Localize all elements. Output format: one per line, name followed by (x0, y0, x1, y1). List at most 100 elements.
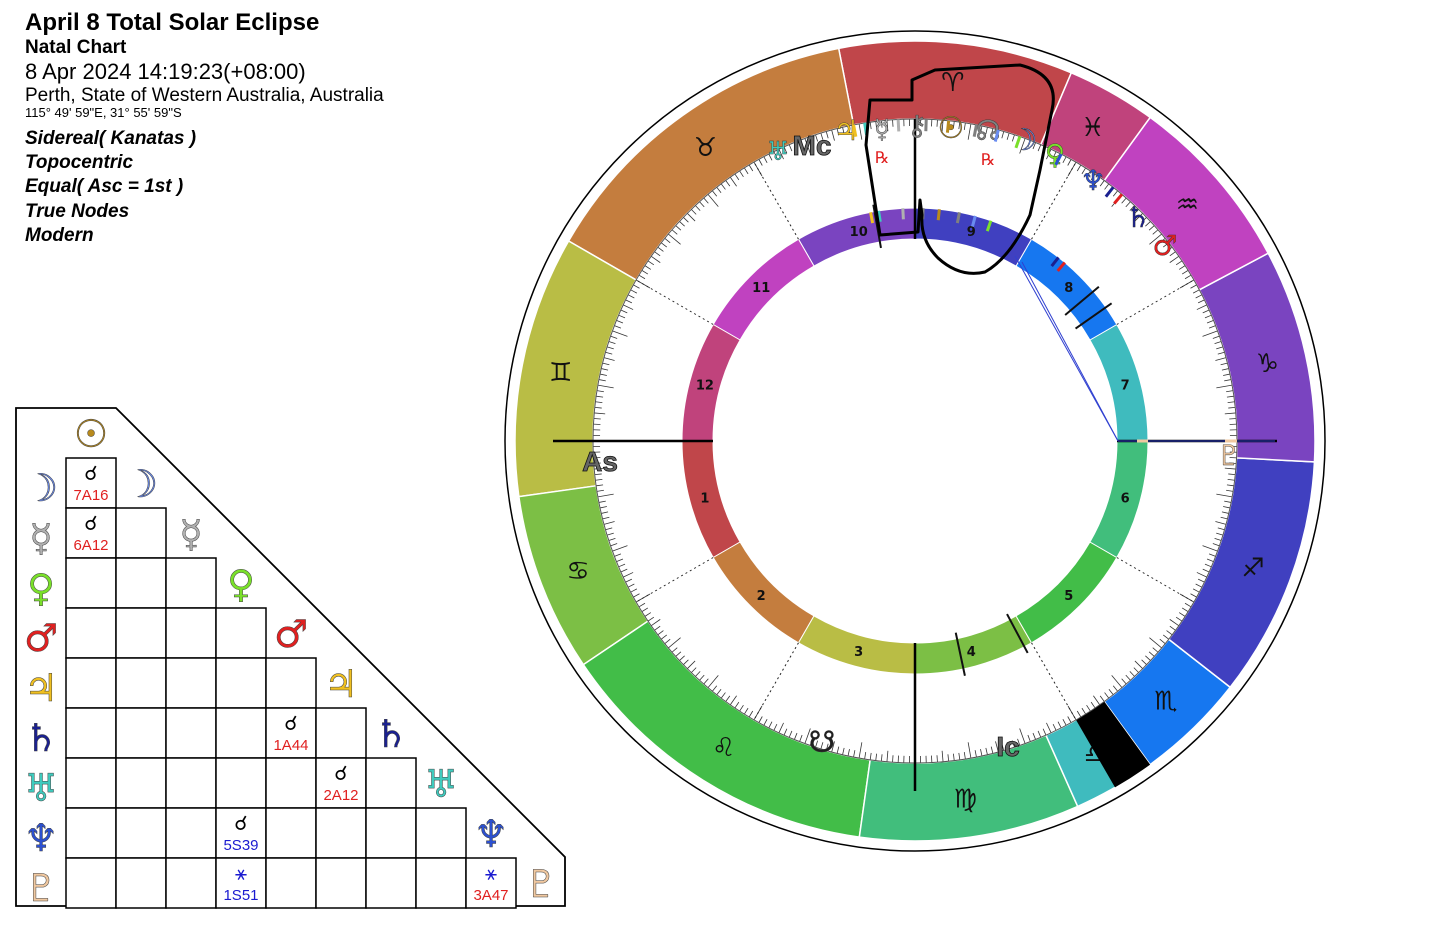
planet-house-mark (936, 209, 941, 221)
chart-datetime: 8 Apr 2024 14:19:23(+08:00) (25, 59, 306, 85)
planet-house-mark (877, 210, 882, 222)
moon-row-icon: ☽ (24, 466, 58, 510)
aspect-label-4: 5S39 (223, 837, 258, 854)
chiron-icon: ⚷ (907, 109, 928, 142)
planet-house-mark (901, 208, 905, 220)
aspect-cell (265, 707, 317, 759)
planet-degree-mark (1113, 193, 1124, 205)
venus-column-icon: ♀ (227, 562, 255, 606)
house-9-number: 9 (967, 225, 976, 240)
aspect-cell (165, 857, 217, 909)
neptune-icon: ♆ (1080, 164, 1105, 197)
aspect-cell (115, 707, 167, 759)
aspect-cell (315, 857, 367, 909)
saturn-row-icon: ♄ (24, 716, 58, 760)
planet-house-mark (971, 215, 977, 227)
aspect-cell (265, 657, 317, 709)
uranus-column-icon: ♅ (424, 762, 458, 806)
gemini-sign-glyph: ♊ (549, 358, 572, 388)
aspect-glyph-6: ⚹ (485, 861, 497, 885)
house-1-number: 1 (700, 491, 709, 506)
setting-nodes: True Nodes (25, 200, 130, 222)
setting-zodiac: Sidereal( Kanatas ) (25, 127, 197, 149)
aspect-cell (465, 857, 517, 909)
cancer-sign-glyph: ♋ (566, 556, 589, 586)
mercury-retrograde-mark: ℞ (875, 148, 889, 167)
moon-icon: ☽ (1011, 123, 1038, 158)
chart-subtitle: Natal Chart (25, 36, 127, 58)
mars-row-icon: ♂ (24, 616, 58, 660)
mercury-row-icon: ☿ (29, 516, 52, 560)
planet-degree-mark (896, 119, 901, 132)
sun-icon: ☉ (938, 111, 965, 146)
aspect-line (1014, 255, 1119, 442)
aspect-cell (415, 857, 467, 909)
aspect-glyph-4: ☌ (234, 811, 247, 835)
chart-title: April 8 Total Solar Eclipse (25, 9, 320, 36)
pluto-icon: ♇ (1216, 439, 1241, 472)
aspect-cell (115, 557, 167, 609)
pluto-row-icon: ♇ (24, 866, 58, 910)
ascendant-label: As (582, 446, 618, 477)
aspect-cell (115, 857, 167, 909)
chart-header: April 8 Total Solar Eclipse Natal Chart … (25, 9, 384, 248)
planet-house-mark (985, 220, 993, 232)
neptune-column-icon: ♆ (474, 812, 508, 856)
setting-house-system: Equal( Asc = 1st ) (25, 176, 184, 198)
aspect-cell (65, 657, 117, 709)
planet-degree-mark (993, 129, 1000, 142)
sun-column-icon: ☉ (74, 412, 108, 456)
aspect-cell (115, 807, 167, 859)
aspect-cell (65, 857, 117, 909)
aspect-label-6: 3A47 (473, 887, 508, 904)
aspect-cell (165, 607, 217, 659)
venus-row-icon: ♀ (27, 566, 55, 610)
aspect-cell (65, 607, 117, 659)
mars-icon: ♂ (1152, 229, 1177, 262)
aspect-cell (165, 707, 217, 759)
house-8-number: 8 (1064, 281, 1073, 296)
mercury-column-icon: ☿ (179, 512, 202, 556)
imum-coeli-label: Ic (996, 731, 1019, 762)
house-tick-mark (1064, 285, 1100, 316)
aspect-label-1: 6A12 (73, 537, 108, 554)
planet-degree-mark (1054, 153, 1063, 166)
zodiac-ring: ♈♉♊♋♌♍♎♏♐♑♒♓ (514, 40, 1316, 842)
house-10-number: 10 (850, 225, 868, 240)
house-4-number: 4 (967, 645, 976, 660)
aspect-cell (165, 657, 217, 709)
chart-coordinates: 115° 49' 59"E, 31° 55' 59"S (25, 105, 182, 121)
aspect-cell (115, 757, 167, 809)
aquarius-sign-glyph: ♒ (1176, 190, 1199, 220)
moon-column-icon: ☽ (124, 462, 158, 506)
planet-degree-mark (1104, 186, 1115, 198)
aspect-cell (165, 557, 217, 609)
mercury-icon: ☿ (874, 115, 890, 145)
aspect-cell (215, 607, 267, 659)
planet-house-mark (955, 211, 961, 224)
aspect-cell (65, 457, 117, 509)
aspect-grid: ☉☽☽☿☿♀♀♂♂♃♃♄♄♅♅♆♆♇♇☌7A16☌6A12☌1A44☌2A12☌… (15, 407, 566, 910)
aspect-glyph-1: ☌ (84, 511, 97, 535)
pisces-sign-glyph: ♓ (1081, 113, 1104, 143)
taurus-sign-glyph: ♉ (694, 133, 717, 163)
setting-planets: Modern (25, 224, 94, 246)
aspect-cell (65, 707, 117, 759)
chart-place: Perth, State of Western Australia, Austr… (25, 84, 384, 106)
aspect-cell (215, 657, 267, 709)
planet-degree-mark (852, 124, 858, 137)
capricorn-sign-glyph: ♑ (1256, 349, 1279, 379)
aspect-cell (365, 807, 417, 859)
uranus-row-icon: ♅ (24, 766, 58, 810)
south-node-icon: ☋ (809, 725, 836, 760)
sagittarius-sign-glyph: ♐ (1241, 553, 1264, 583)
house-12-number: 12 (696, 379, 714, 394)
house-7-number: 7 (1121, 379, 1130, 394)
saturn-icon: ♄ (1125, 201, 1150, 234)
pluto-column-icon: ♇ (524, 862, 558, 906)
mars-column-icon: ♂ (274, 612, 308, 656)
aspect-label-5: 1S51 (223, 887, 258, 904)
